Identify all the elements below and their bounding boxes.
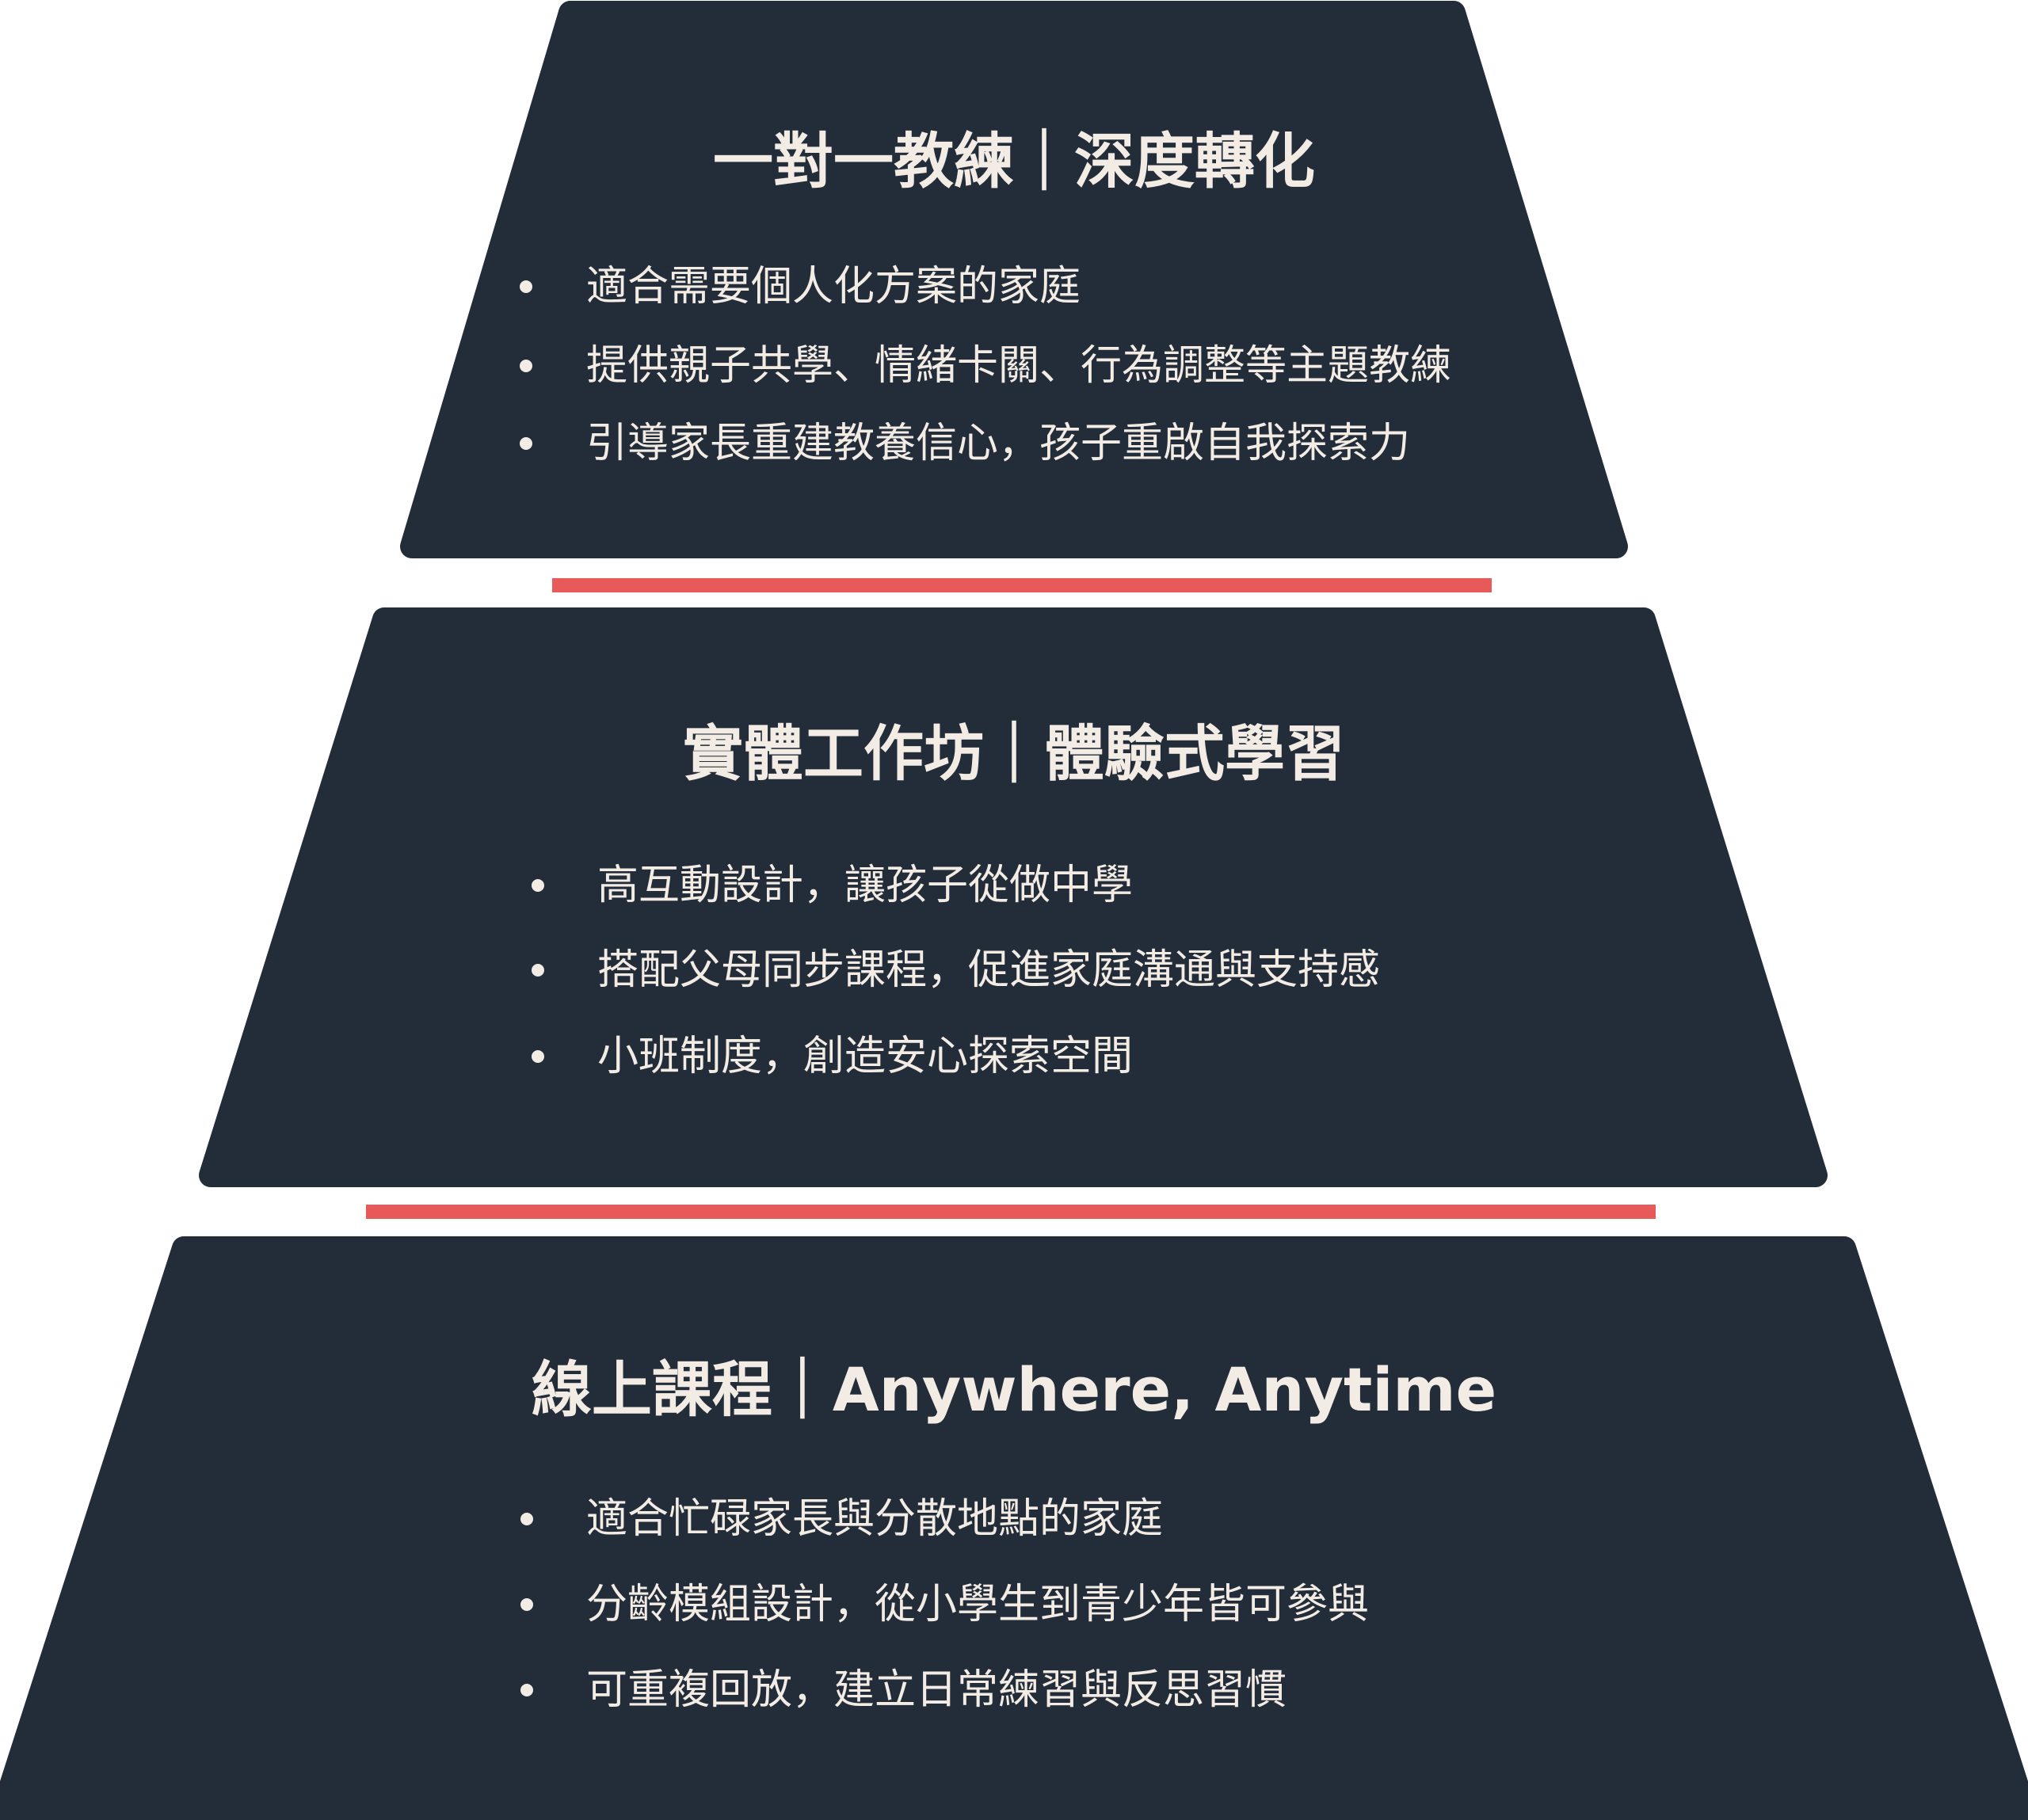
list-item: 分齡模組設計，從小學生到青少年皆可參與	[520, 1581, 1370, 1628]
bullet-icon	[520, 1598, 533, 1611]
bullet-text: 分齡模組設計，從小學生到青少年皆可參與	[586, 1581, 1370, 1628]
list-item: 搭配父母同步課程，促進家庭溝通與支持感	[532, 950, 1380, 991]
bullet-icon	[520, 1684, 533, 1696]
tier-top-title: 一對一教練｜深度轉化	[713, 126, 1315, 196]
bullet-icon	[532, 1050, 544, 1063]
list-item: 提供親子共學、情緒卡關、行為調整等主題教練	[520, 345, 1451, 386]
list-item: 引導家長重建教養信心，孩子重啟自我探索力	[520, 420, 1411, 467]
tier-bottom-title: 線上課程｜Anywhere, Anytime	[531, 1354, 1497, 1425]
divider-line-2	[366, 1205, 1656, 1219]
bullet-text: 搭配父母同步課程，促進家庭溝通與支持感	[597, 946, 1381, 994]
bullet-text: 高互動設計，讓孩子從做中學	[597, 862, 1134, 909]
bullet-text: 可重複回放，建立日常練習與反思習慣	[586, 1666, 1287, 1714]
tier-middle-shape	[199, 607, 1828, 1187]
bullet-icon	[532, 964, 544, 977]
bullet-icon	[520, 437, 532, 450]
bullet-icon	[520, 280, 532, 293]
tier-bottom-shape	[0, 1236, 2028, 1820]
bullet-icon	[532, 879, 544, 892]
bullet-text: 適合需要個人化方案的家庭	[586, 263, 1081, 310]
bullet-text: 提供親子共學、情緒卡關、行為調整等主題教練	[586, 342, 1452, 390]
list-item: 適合需要個人化方案的家庭	[520, 263, 1081, 310]
bullet-text: 適合忙碌家長與分散地點的家庭	[586, 1495, 1164, 1543]
bullet-text: 小班制度，創造安心探索空間	[597, 1033, 1134, 1080]
tier-top-shape	[400, 1, 1628, 558]
list-item: 高互動設計，讓孩子從做中學	[532, 862, 1134, 909]
tier-middle-title: 實體工作坊｜體驗式學習	[683, 718, 1345, 789]
list-item: 適合忙碌家長與分散地點的家庭	[520, 1495, 1164, 1543]
list-item: 小班制度，創造安心探索空間	[532, 1033, 1134, 1080]
divider-line-1	[552, 578, 1492, 592]
list-item: 可重複回放，建立日常練習與反思習慣	[520, 1670, 1287, 1711]
bullet-text: 引導家長重建教養信心，孩子重啟自我探索力	[586, 420, 1411, 467]
bullet-icon	[520, 360, 532, 372]
bullet-icon	[520, 1513, 533, 1525]
